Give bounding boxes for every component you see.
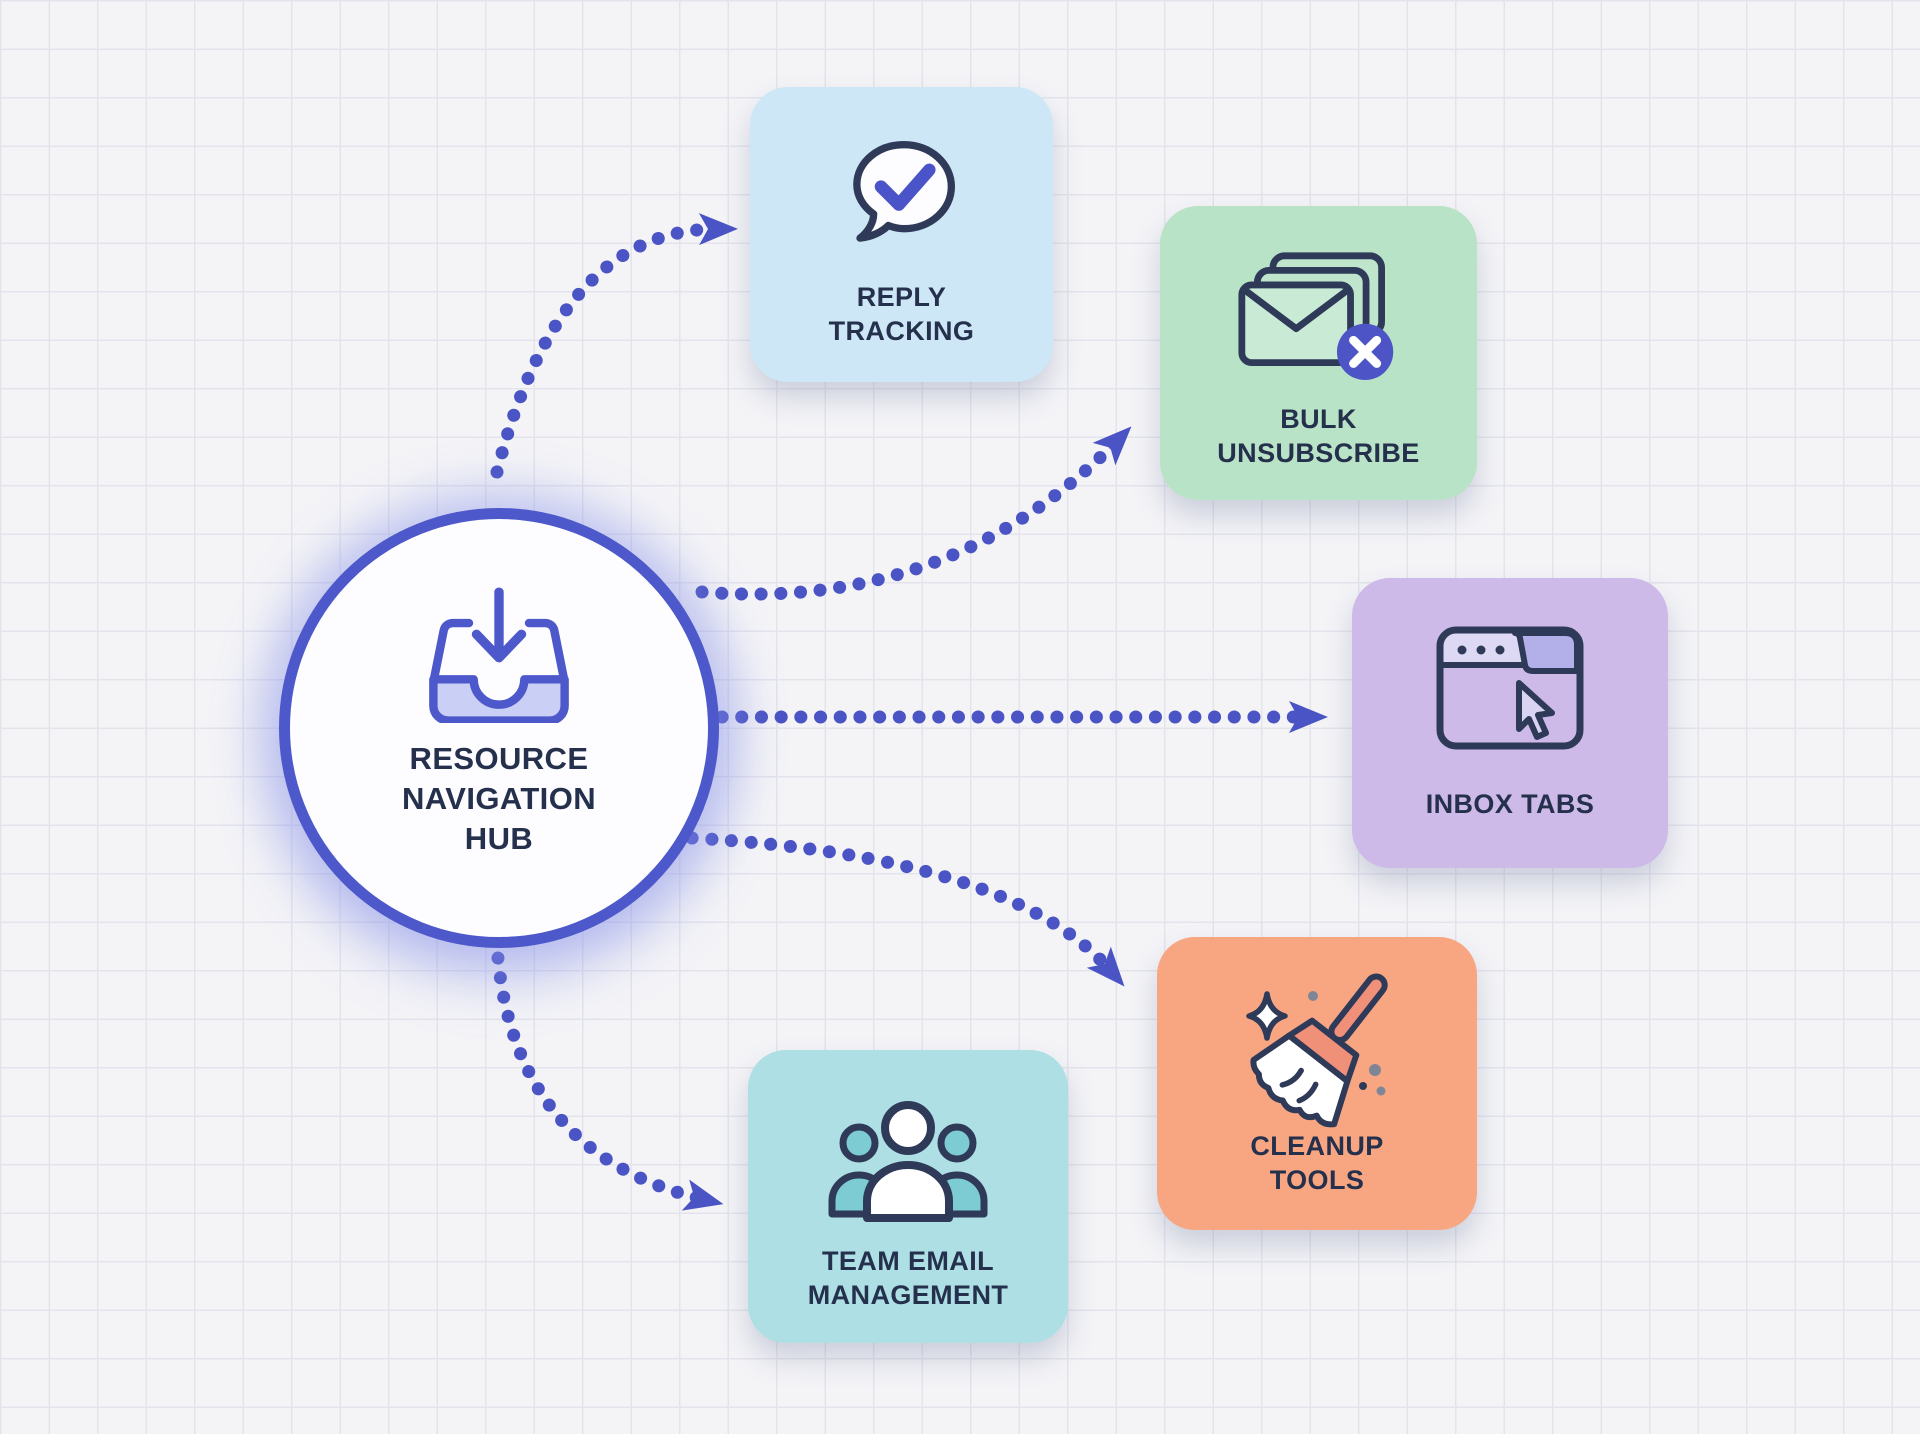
hub-node: RESOURCE NAVIGATION HUB [279,508,719,948]
node-label: INBOX TABS [1425,789,1595,819]
speech-bubble-check-icon [852,140,955,242]
node-label: REPLY TRACKING [828,282,975,346]
node-label: TEAM EMAIL MANAGEMENT [807,1246,1009,1310]
arrow-hub-to-reply-tracking [490,213,738,479]
node-card-bulk-unsubscribe: BULK UNSUBSCRIBE [1160,206,1477,500]
node-card-reply-tracking: REPLY TRACKING [750,87,1053,382]
hub-label: RESOURCE NAVIGATION HUB [402,739,596,859]
node-card-team-email-management: TEAM EMAIL MANAGEMENT [748,1050,1068,1343]
node-card-cleanup-tools: CLEANUP TOOLS [1157,937,1477,1230]
node-label: CLEANUP TOOLS [1250,1131,1384,1195]
envelope-stack-x-icon [1237,252,1393,381]
browser-cursor-icon [1436,626,1584,750]
arrow-hub-to-bulk-unsubscribe [695,426,1132,601]
node-label: BULK UNSUBSCRIBE [1217,404,1420,468]
arrow-hub-to-cleanup-tools [685,831,1125,987]
inbox-download-icon [429,587,569,723]
arrow-hub-to-team-email-management [491,951,724,1211]
hub-label-line: HUB [464,821,534,856]
node-card-inbox-tabs: INBOX TABS [1352,578,1668,868]
people-group-icon [828,1101,988,1222]
hub-label-line: NAVIGATION [401,781,596,816]
broom-icon [1245,973,1388,1128]
hub-label-line: RESOURCE [409,741,589,776]
